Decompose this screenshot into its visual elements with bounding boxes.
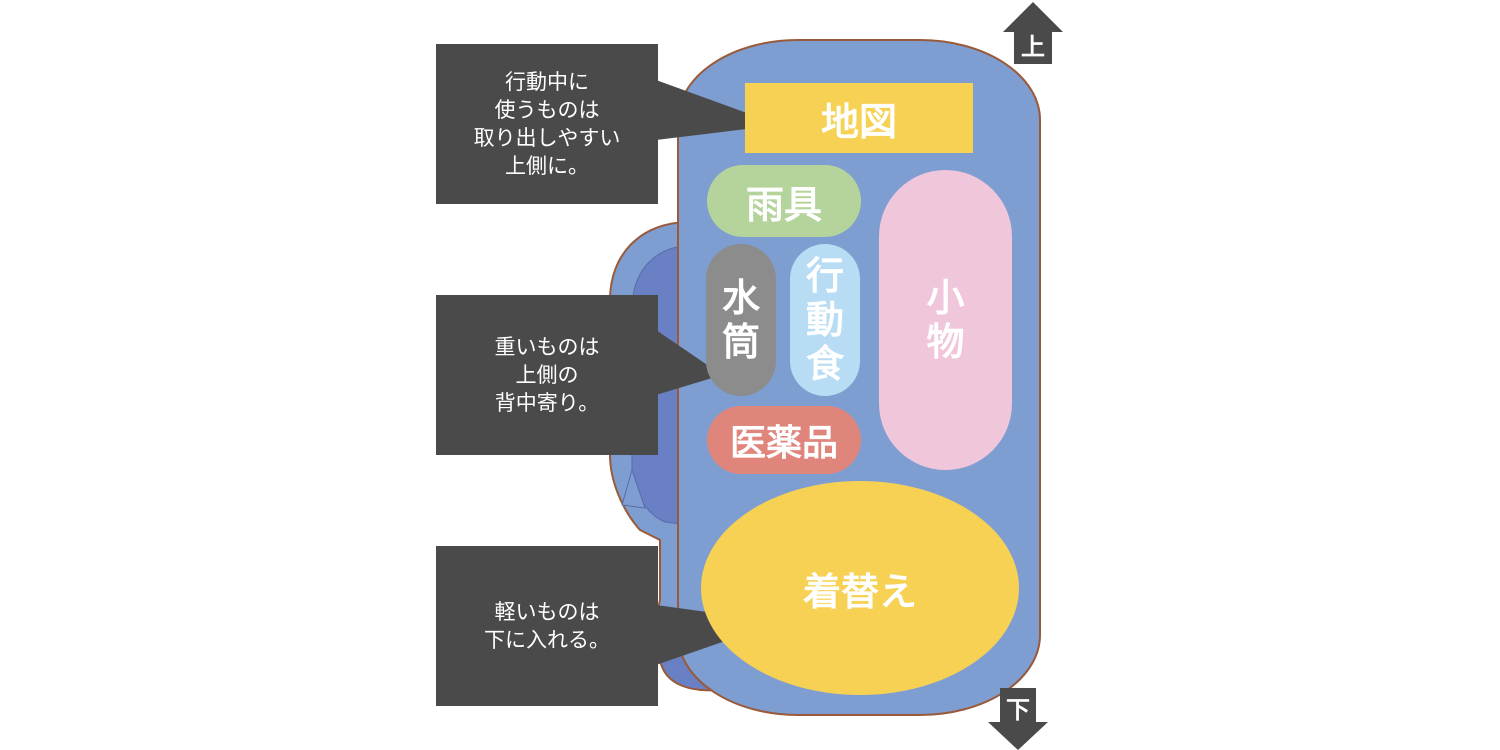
item-map: 地図 [745, 83, 973, 153]
item-rain-gear-label: 雨具 [745, 182, 822, 227]
callout-top: 行動中に 使うものは 取り出しやすい 上側に。 [436, 44, 658, 204]
item-small-items: 小 物 [879, 170, 1012, 470]
item-water-bottle-label: 水 筒 [721, 276, 760, 364]
down-arrow-icon [988, 688, 1048, 750]
item-map-label: 地図 [820, 99, 897, 144]
callout-pointer-middle [656, 330, 722, 395]
item-change-clothes: 着替え [701, 481, 1019, 695]
item-small-items-label: 小 物 [926, 276, 965, 364]
callout-middle-text: 重いものは 上側の 背中寄り。 [494, 335, 600, 415]
item-rain-gear: 雨具 [707, 165, 861, 237]
item-trail-food: 行 動 食 [790, 244, 860, 396]
up-label: 上 [1021, 32, 1045, 61]
callout-middle: 重いものは 上側の 背中寄り。 [436, 295, 658, 455]
item-change-clothes-label: 着替え [802, 569, 917, 614]
item-trail-food-label: 行 動 食 [805, 254, 844, 386]
callout-top-text: 行動中に 使うものは 取り出しやすい 上側に。 [473, 70, 621, 178]
item-water-bottle: 水 筒 [706, 244, 776, 396]
strap-buckle [621, 468, 646, 509]
down-label: 下 [1006, 695, 1030, 724]
callout-bottom-text: 軽いものは 下に入れる。 [484, 600, 610, 652]
up-arrow-icon [1003, 2, 1063, 64]
callout-bottom: 軽いものは 下に入れる。 [436, 546, 658, 706]
item-medicine: 医薬品 [707, 406, 861, 474]
item-medicine-label: 医薬品 [729, 423, 838, 464]
